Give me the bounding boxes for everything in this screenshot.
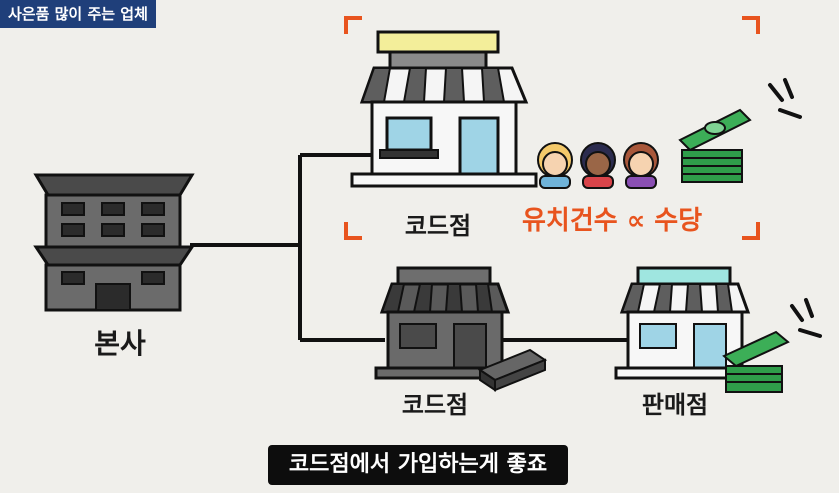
sparkle-lines-icon-bottom	[790, 298, 822, 338]
code-store-top-label: 코드점	[404, 212, 472, 240]
money-stack-icon-bottom	[722, 330, 790, 393]
money-stack-icon-gray	[477, 348, 548, 392]
store-icon-sales	[614, 266, 756, 380]
sparkle-lines-icon-top	[768, 78, 802, 119]
channel-tag: 사은품 많이 주는 업체	[0, 0, 156, 28]
sales-store-label: 판매점	[641, 391, 709, 419]
hq-building-icon	[33, 173, 195, 312]
hq-label: 본사	[94, 327, 146, 360]
people-icon	[537, 142, 659, 189]
highlight-brackets	[344, 16, 760, 240]
commission-formula: 유치건수 ∝ 수당	[522, 206, 703, 236]
money-stack-icon-top	[678, 108, 752, 183]
connector-lines	[190, 153, 630, 342]
store-icon-bottom	[374, 266, 516, 380]
subtitle-caption: 코드점에서 가입하는게 좋죠	[268, 445, 568, 485]
store-icon-top	[350, 30, 538, 188]
code-store-bottom-label: 코드점	[401, 391, 469, 419]
